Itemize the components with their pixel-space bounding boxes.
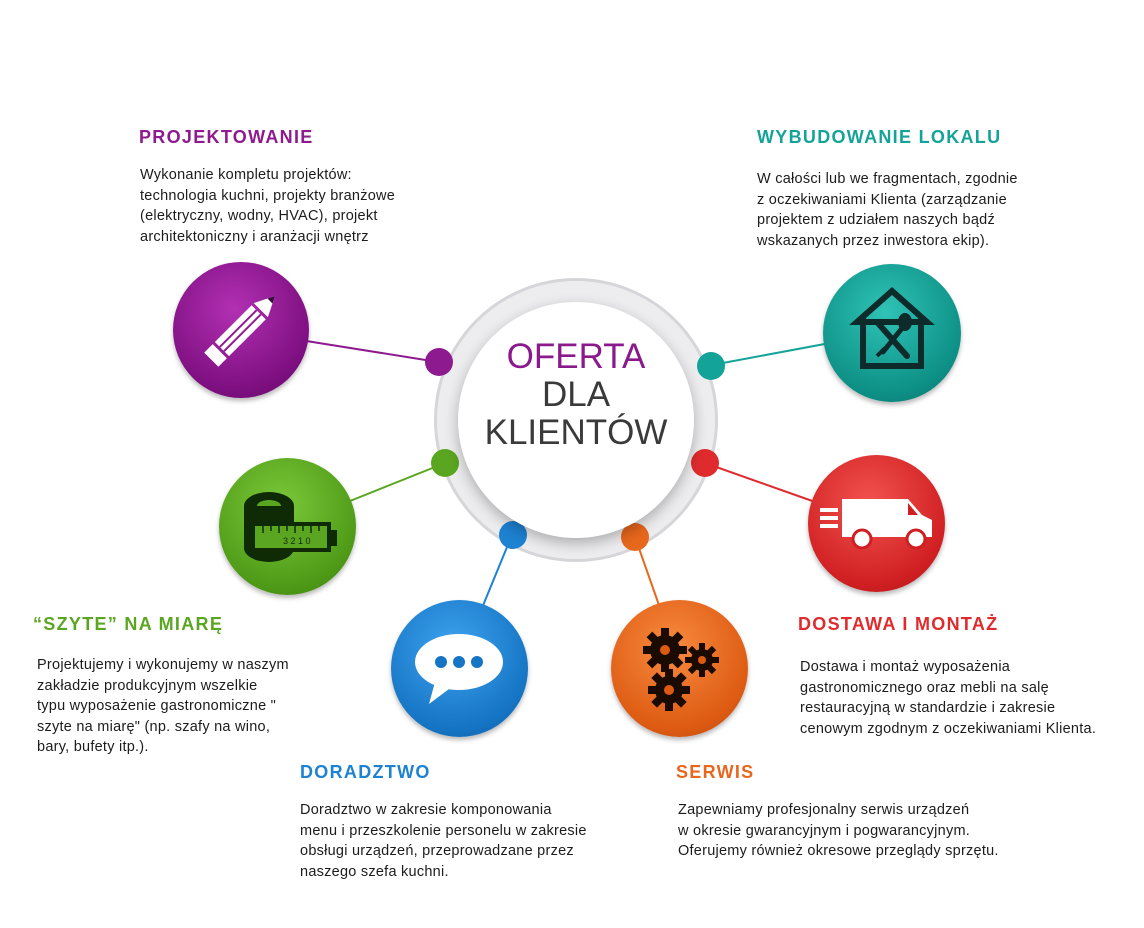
center-title-line3: KLIENTÓW [484, 413, 668, 452]
center-disc [458, 302, 694, 538]
delivery-van-icon [820, 499, 932, 550]
desc-line: Doradztwo w zakresie komponowania [300, 802, 552, 818]
circle-serwis [611, 600, 748, 737]
gear-icon [643, 628, 687, 672]
dot-wybudowanie [697, 352, 725, 380]
center-title: OFERTA DLA KLIENTÓW [458, 338, 694, 452]
desc-line: projektem z udziałem naszych bądź [757, 212, 995, 228]
dot-doradztwo [499, 521, 527, 549]
desc-line: (elektryczny, wodny, HVAC), projekt [140, 208, 378, 224]
desc-line: cenowym zgodnym z oczekiwaniami Klienta. [800, 720, 1097, 737]
center-title-line2: DLA [541, 375, 611, 414]
desc-line: szyte na miarę" (np. szafy na wino, [37, 718, 271, 735]
circle-szyte: 3 2 1 0 [219, 458, 356, 595]
desc-projektowanie: Wykonanie kompletu projektów: technologi… [140, 165, 395, 247]
desc-line: Dostawa i montaż wyposażenia [800, 659, 1011, 675]
heading-doradztwo: DORADZTWO [300, 762, 431, 782]
desc-line: Projektujemy i wykonujemy w naszym [37, 657, 289, 673]
desc-line: obsługi urządzeń, przeprowadzane przez [300, 843, 574, 859]
heading-szyte: “SZYTE” NA MIARĘ [33, 614, 224, 634]
desc-line: W całości lub we fragmentach, zgodnie [757, 171, 1018, 187]
connector-szyte [344, 462, 446, 504]
connector-projektowanie [299, 339, 439, 363]
desc-line: restauracyjną w standardzie i zakresie [800, 700, 1056, 716]
measuring-tape-icon: 3 2 1 0 [244, 492, 337, 562]
desc-line: bary, bufety itp.). [37, 739, 149, 755]
heading-dostawa: DOSTAWA I MONTAŻ [798, 614, 999, 634]
heading-serwis: SERWIS [676, 762, 755, 782]
desc-line: typu wyposażenie gastronomiczne " [37, 698, 277, 714]
desc-szyte: Projektujemy i wykonujemy w naszym zakła… [37, 655, 289, 758]
desc-line: Zapewniamy profesjonalny serwis urządzeń [678, 802, 970, 818]
dot-serwis [621, 523, 649, 551]
connector-wybudowanie [711, 342, 831, 366]
gear-icon [685, 643, 719, 677]
gears-icon [643, 628, 719, 711]
desc-line: gastronomicznego oraz mebli na salę [800, 679, 1049, 696]
desc-line: menu i przeszkolenie personelu w zakresi… [300, 822, 587, 839]
desc-wybudowanie: W całości lub we fragmentach, zgodnie z … [757, 169, 1018, 251]
restaurant-building-icon [849, 286, 935, 369]
desc-line: naszego szefa kuchni. [300, 863, 449, 880]
circle-projektowanie [173, 262, 309, 398]
heading-wybudowanie: WYBUDOWANIE LOKALU [757, 127, 1002, 147]
dot-szyte [431, 449, 459, 477]
desc-line: w okresie gwarancyjnym i pogwarancyjnym. [678, 822, 971, 839]
desc-line: wskazanych przez inwestora ekip). [757, 232, 990, 249]
center-title-line1: OFERTA [506, 337, 646, 376]
connector-dostawa [704, 462, 819, 504]
desc-dostawa: Dostawa i montaż wyposażenia gastronomic… [800, 657, 1096, 739]
desc-line: zakładzie produkcyjnym wszelkie [37, 677, 258, 694]
circle-wybudowanie [823, 264, 961, 402]
heading-projektowanie: PROJEKTOWANIE [139, 127, 314, 147]
circle-doradztwo [391, 600, 528, 737]
circle-dostawa [808, 455, 945, 592]
desc-line: z oczekiwaniami Klienta (zarządzanie [757, 191, 1007, 208]
desc-doradztwo: Doradztwo w zakresie komponowania menu i… [300, 800, 587, 882]
dot-projektowanie [425, 348, 453, 376]
desc-line: Oferujemy również okresowe przeglądy spr… [678, 843, 999, 859]
desc-line: Wykonanie kompletu projektów: [140, 167, 352, 183]
tape-digits: 3 2 1 0 [283, 536, 311, 546]
desc-line: architektoniczny i aranżacji wnętrz [140, 228, 369, 245]
desc-line: technologia kuchni, projekty branżowe [140, 187, 396, 204]
pencil-icon [204, 296, 275, 367]
desc-serwis: Zapewniamy profesjonalny serwis urządzeń… [678, 800, 999, 862]
speech-bubble-icon [415, 634, 503, 704]
gear-icon [648, 669, 690, 711]
dot-dostawa [691, 449, 719, 477]
